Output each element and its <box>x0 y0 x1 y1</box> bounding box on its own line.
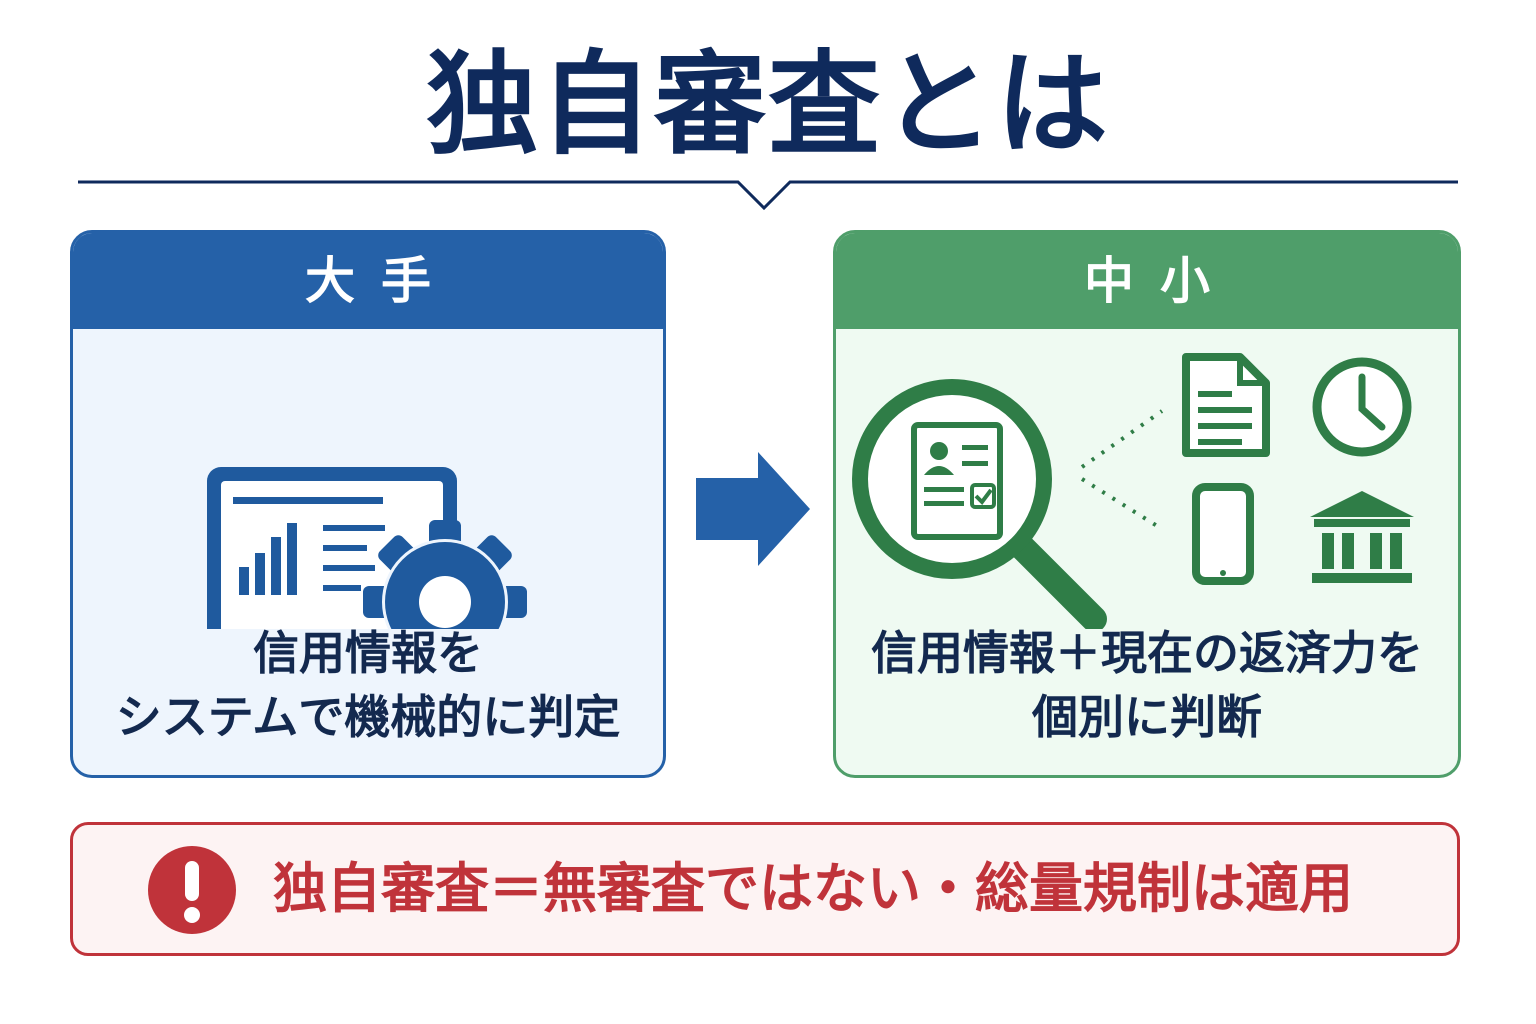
large-company-description: 信用情報を システムで機械的に判定 <box>73 621 663 749</box>
magnifier-profile-icon <box>852 379 1107 629</box>
exclamation-icon <box>148 846 236 934</box>
title-divider <box>78 180 1458 211</box>
notice-text: 独自審査＝無審査ではない・総量規制は適用 <box>273 857 1353 920</box>
large-company-description-line1: 信用情報を <box>253 626 483 680</box>
document-icon <box>1182 353 1270 457</box>
clock-icon <box>1312 357 1412 457</box>
smartphone-icon <box>1192 483 1254 585</box>
large-company-panel: 大手 信用情報を システムで機械的に判定 <box>70 230 666 778</box>
small-company-description: 信用情報＋現在の返済力を 個別に判断 <box>836 621 1458 749</box>
small-company-icons <box>852 353 1414 629</box>
small-company-panel: 中小 <box>833 230 1461 778</box>
small-company-description-line2: 個別に判断 <box>1032 690 1262 744</box>
page-title: 独自審査とは <box>426 40 1110 170</box>
small-company-description-line1: 信用情報＋現在の返済力を <box>871 626 1423 680</box>
bank-icon <box>1310 491 1414 583</box>
dashboard-gear-icon <box>207 467 527 629</box>
notice-banner: 独自審査＝無審査ではない・総量規制は適用 <box>70 822 1460 956</box>
large-company-header: 大手 <box>73 233 663 329</box>
small-company-header: 中小 <box>836 233 1458 329</box>
large-company-description-line2: システムで機械的に判定 <box>115 690 621 744</box>
right-arrow-icon <box>696 452 810 566</box>
